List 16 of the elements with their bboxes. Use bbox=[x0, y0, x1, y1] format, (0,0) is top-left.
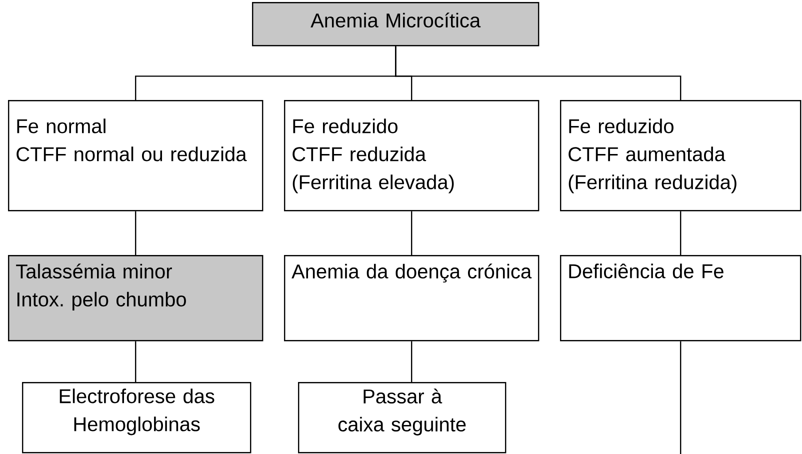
connector-line bbox=[411, 341, 412, 382]
connector-line bbox=[680, 341, 682, 454]
diagnosis-box: Anemia da doença crónica bbox=[284, 255, 540, 342]
diagnosis-box: Deficiência de Fe bbox=[560, 255, 802, 342]
diagnosis-box: Fe reduzido CTFF aumentada (Ferritina reduzida) bbox=[560, 100, 802, 212]
diagnosis-box: Talassémia minor Intox. pelo chumbo bbox=[8, 255, 264, 342]
connector-line bbox=[135, 341, 136, 382]
diagnosis-box: Passar à caixa seguinte bbox=[298, 382, 506, 454]
connector-line bbox=[411, 211, 412, 255]
diagnosis-box: Fe normal CTFF normal ou reduzida bbox=[8, 100, 264, 212]
diagnosis-box: Electroforese das Hemoglobinas bbox=[22, 382, 252, 454]
connector-line bbox=[395, 46, 682, 100]
diagnosis-box: Fe reduzido CTFF reduzida (Ferritina elevada) bbox=[284, 100, 540, 212]
connector-line bbox=[135, 211, 136, 255]
title-box: Anemia Microcítica bbox=[252, 2, 540, 46]
connector-line bbox=[680, 211, 682, 255]
